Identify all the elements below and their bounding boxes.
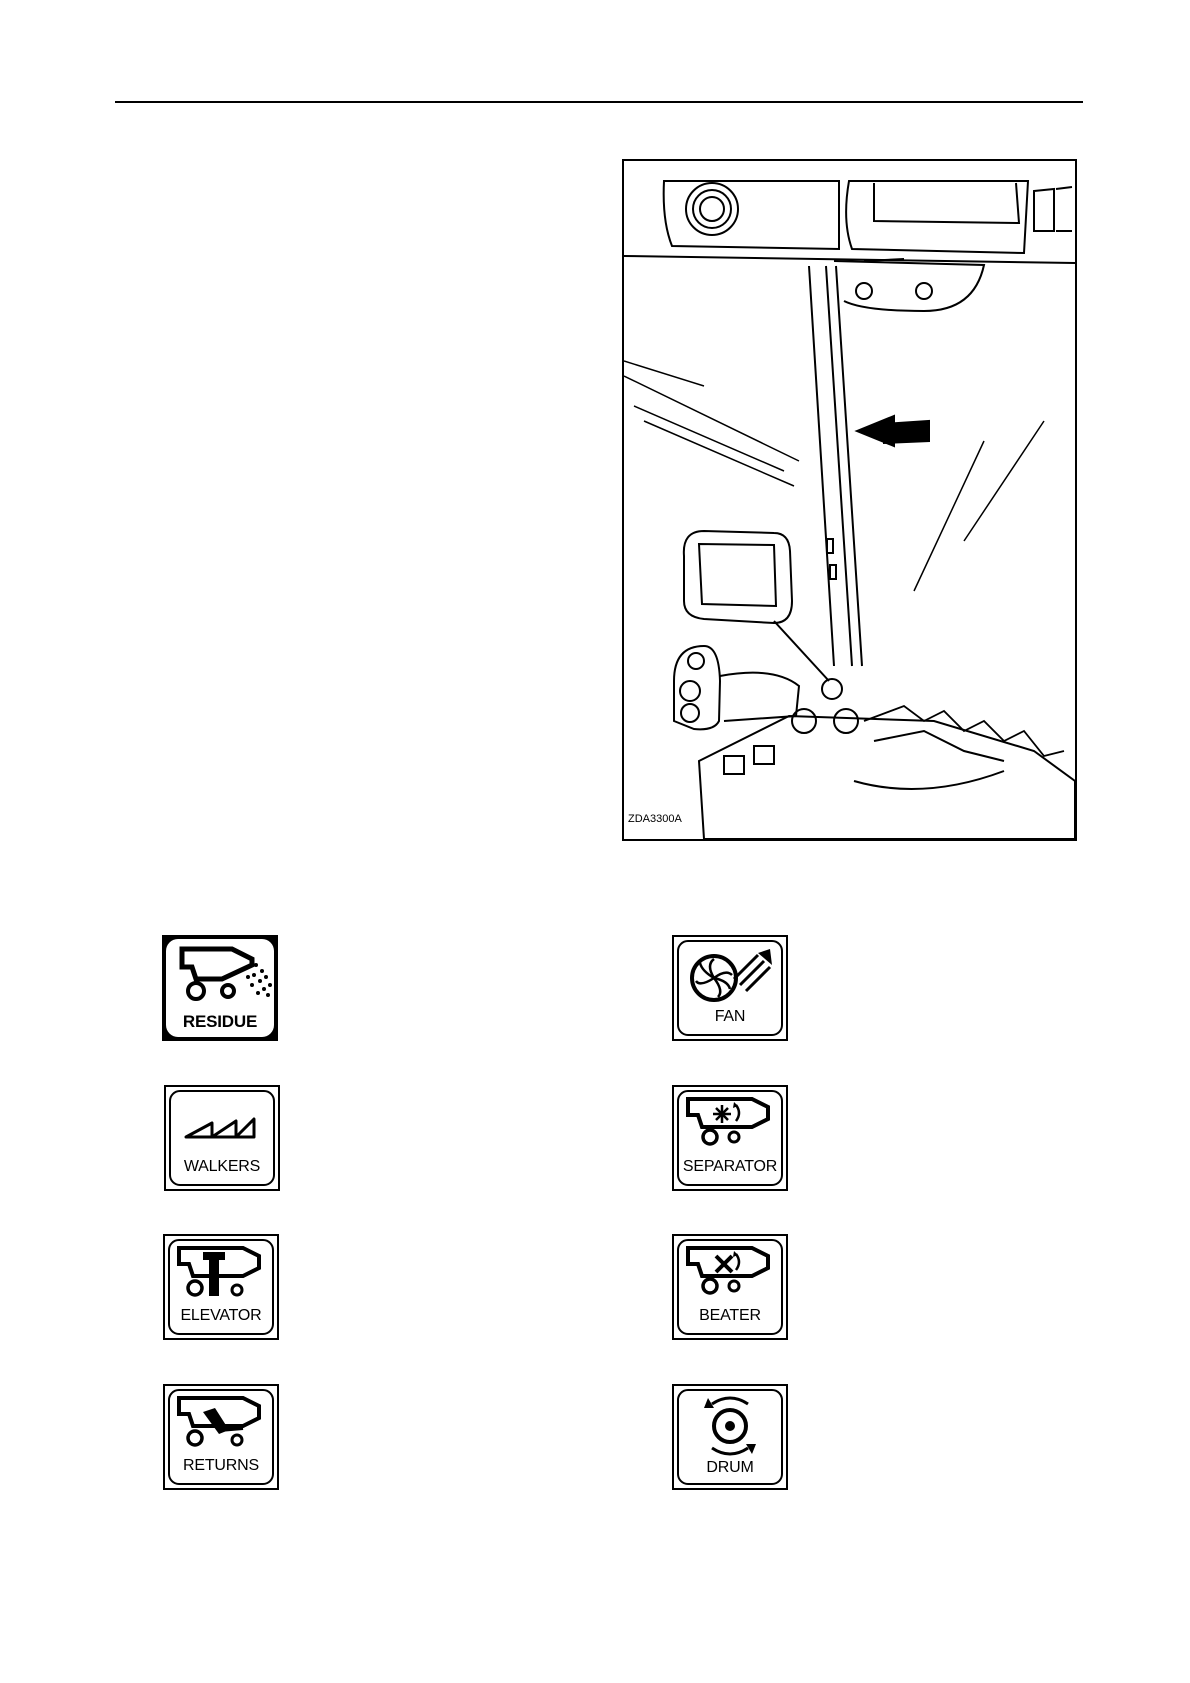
fan-symbol: FAN [672, 935, 788, 1041]
drum-symbol: DRUM [672, 1384, 788, 1490]
residue-label: RESIDUE [162, 1013, 278, 1031]
beater-symbol: BEATER [672, 1234, 788, 1340]
walkers-label: WALKERS [164, 1158, 280, 1176]
residue-symbol: RESIDUE [162, 935, 278, 1041]
walkers-symbol: WALKERS [164, 1085, 280, 1191]
beater-label: BEATER [672, 1307, 788, 1325]
figure-code: ZDA3300A [628, 813, 682, 825]
elevator-symbol: ELEVATOR [163, 1234, 279, 1340]
fan-label: FAN [672, 1008, 788, 1026]
header-rule [115, 101, 1083, 103]
returns-label: RETURNS [163, 1457, 279, 1475]
separator-symbol: SEPARATOR [672, 1085, 788, 1191]
cab-illustration: ZDA3300A [622, 159, 1077, 841]
separator-label: SEPARATOR [672, 1158, 788, 1176]
cab-pillar-drawing [624, 161, 1075, 839]
elevator-label: ELEVATOR [163, 1307, 279, 1325]
returns-symbol: RETURNS [163, 1384, 279, 1490]
drum-label: DRUM [672, 1459, 788, 1477]
